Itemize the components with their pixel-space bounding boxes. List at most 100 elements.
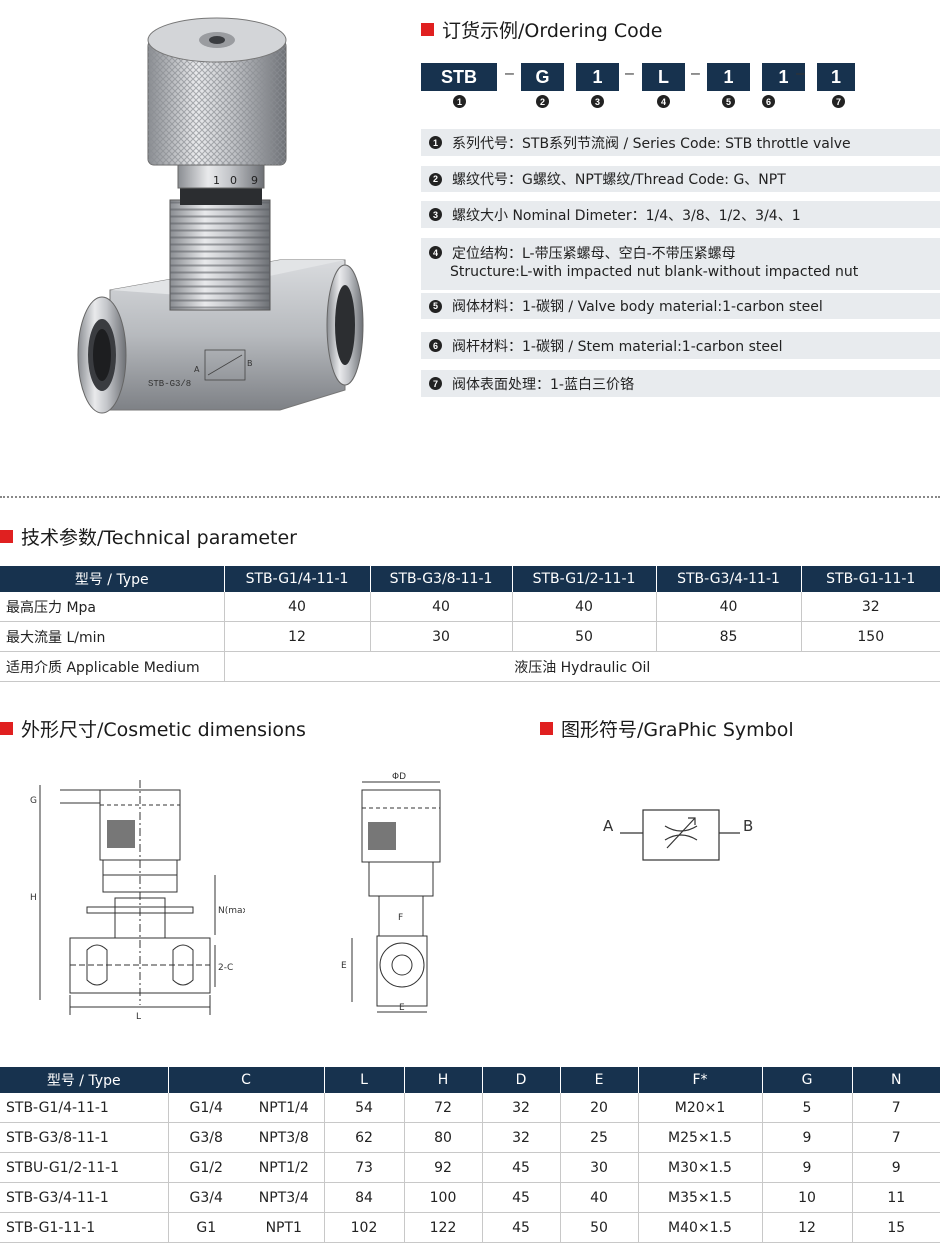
section-marker-icon — [421, 23, 434, 36]
item-text: 定位结构：L-带压紧螺母、空白-不带压紧螺母 — [452, 246, 736, 262]
item-number: 5 — [429, 299, 442, 313]
code-num-6: 6 — [762, 95, 775, 108]
symbol-title: 图形符号/GraPhic Symbol — [540, 715, 794, 742]
table-row: STB-G1/4-11-1 G1/4 NPT1/4 54 72 32 20 M2… — [0, 1093, 940, 1123]
dimensions-header: 型号 / Type — [0, 1067, 169, 1093]
table-cell: 30 — [370, 621, 513, 652]
row-label: STB-G3/8-11-1 — [0, 1122, 169, 1153]
code-num-7: 7 — [832, 95, 845, 108]
item-number: 6 — [429, 339, 442, 352]
table-cell: 9 — [852, 1152, 940, 1183]
ordering-item-1: 1 系列代号：STB系列节流阀 / Series Code: STB throt… — [421, 129, 940, 156]
port-a-label: A — [194, 365, 200, 374]
table-row: 最大流量 L/min 12 30 50 85 150 — [0, 621, 940, 652]
section-marker-icon — [540, 722, 553, 735]
table-cell: M20×1 — [638, 1093, 763, 1123]
dimensions-header: L — [324, 1067, 405, 1093]
table-cell: 液压油 Hydraulic Oil — [224, 651, 940, 682]
technical-header: STB-G3/8-11-1 — [370, 566, 513, 592]
table-cell: 80 — [404, 1122, 483, 1153]
table-cell: 45 — [482, 1182, 561, 1213]
table-cell: 84 — [324, 1182, 405, 1213]
table-cell: 54 — [324, 1093, 405, 1123]
table-cell: 9 — [762, 1152, 853, 1183]
dimensions-header: D — [482, 1067, 561, 1093]
code-box-body-material: 1 — [707, 63, 750, 91]
table-cell: 122 — [404, 1212, 483, 1243]
table-cell: 7 — [852, 1122, 940, 1153]
technical-header: STB-G3/4-11-1 — [656, 566, 802, 592]
technical-header: STB-G1/2-11-1 — [512, 566, 657, 592]
table-cell: 10 — [762, 1182, 853, 1213]
code-num-5: 5 — [722, 95, 735, 108]
table-cell: 40 — [656, 592, 802, 622]
dim-label-e-horizontal: E — [399, 1003, 405, 1013]
table-cell: M35×1.5 — [638, 1182, 763, 1213]
code-num-4: 4 — [657, 95, 670, 108]
table-row: STB-G1-11-1 G1 NPT1 102 122 45 50 M40×1.… — [0, 1212, 940, 1243]
table-cell: NPT1/4 — [244, 1093, 325, 1123]
technical-header: STB-G1/4-11-1 — [224, 566, 371, 592]
table-row: STBU-G1/2-11-1 G1/2 NPT1/2 73 92 45 30 M… — [0, 1152, 940, 1183]
table-cell: 45 — [482, 1152, 561, 1183]
table-cell: 7 — [852, 1093, 940, 1123]
code-dash: – — [625, 65, 634, 82]
table-cell: 100 — [404, 1182, 483, 1213]
table-cell: 85 — [656, 621, 802, 652]
table-cell: 11 — [852, 1182, 940, 1213]
dim-label-c: 2-C — [218, 963, 233, 973]
table-cell: 50 — [560, 1212, 639, 1243]
ordering-item-2: 2 螺纹代号：G螺纹、NPT螺纹/Thread Code: G、NPT — [421, 166, 940, 192]
row-label: STB-G1/4-11-1 — [0, 1093, 169, 1123]
code-num-2: 2 — [536, 95, 549, 108]
code-dash: – — [505, 65, 514, 82]
dim-label-e-vertical: E — [341, 961, 347, 971]
table-cell: 9 — [762, 1122, 853, 1153]
section-marker-icon — [0, 530, 13, 543]
table-cell: 5 — [762, 1093, 853, 1123]
ordering-code-title-text: 订货示例/Ordering Code — [442, 20, 663, 42]
table-row: 最高压力 Mpa 40 40 40 40 32 — [0, 592, 940, 622]
technical-header: 型号 / Type — [0, 566, 225, 592]
dimensions-header: N — [852, 1067, 940, 1093]
product-photo: STB-G3/8 A B 1 0 9 — [77, 17, 364, 414]
dimensions-header: C — [168, 1067, 325, 1093]
table-cell: 15 — [852, 1212, 940, 1243]
code-box-size: 1 — [576, 63, 619, 91]
technical-header: STB-G1-11-1 — [801, 566, 940, 592]
dimensions-header: G — [762, 1067, 853, 1093]
item-text: 系列代号：STB系列节流阀 / Series Code: STB throttl… — [452, 135, 851, 152]
dimensions-header: E — [560, 1067, 639, 1093]
table-cell: 12 — [762, 1212, 853, 1243]
table-cell: 40 — [512, 592, 657, 622]
table-cell: 102 — [324, 1212, 405, 1243]
section-marker-icon — [0, 722, 13, 735]
row-label: 适用介质 Applicable Medium — [0, 651, 225, 682]
ordering-item-6: 6 阀杆材料：1-碳钢 / Stem material:1-carbon ste… — [421, 332, 940, 359]
row-label: 最大流量 L/min — [0, 621, 225, 652]
table-row: STB-G3/8-11-1 G3/8 NPT3/8 62 80 32 25 M2… — [0, 1122, 940, 1153]
table-cell: 32 — [801, 592, 940, 622]
section-divider — [0, 496, 940, 498]
dimensions-header: H — [404, 1067, 483, 1093]
item-number: 3 — [429, 208, 442, 221]
port-b-label: B — [247, 359, 253, 368]
graphic-symbol: A B — [603, 809, 753, 861]
code-box-series: STB — [421, 63, 497, 91]
table-cell: G3/4 — [168, 1182, 244, 1213]
table-cell: 12 — [224, 621, 371, 652]
item-number: 4 — [429, 246, 442, 259]
body-marking: STB-G3/8 — [148, 379, 191, 389]
side-view-drawing: ΦD F E E — [341, 772, 441, 1013]
ordering-item-3: 3 螺纹大小 Nominal Dimeter：1/4、3/8、1/2、3/4、1 — [421, 201, 940, 228]
dial-mark-0: 0 — [230, 174, 237, 187]
code-num-1: 1 — [453, 95, 466, 108]
item-subtext: Structure:L-with impacted nut blank-with… — [450, 264, 859, 280]
table-cell: 40 — [370, 592, 513, 622]
table-cell: 72 — [404, 1093, 483, 1123]
dim-label-g: G — [30, 796, 37, 806]
ordering-item-7: 7 阀体表面处理：1-蓝白三价铬 — [421, 370, 940, 397]
table-cell: NPT3/4 — [244, 1182, 325, 1213]
technical-table: 型号 / Type STB-G1/4-11-1 STB-G3/8-11-1 ST… — [0, 566, 940, 682]
table-cell: 45 — [482, 1212, 561, 1243]
